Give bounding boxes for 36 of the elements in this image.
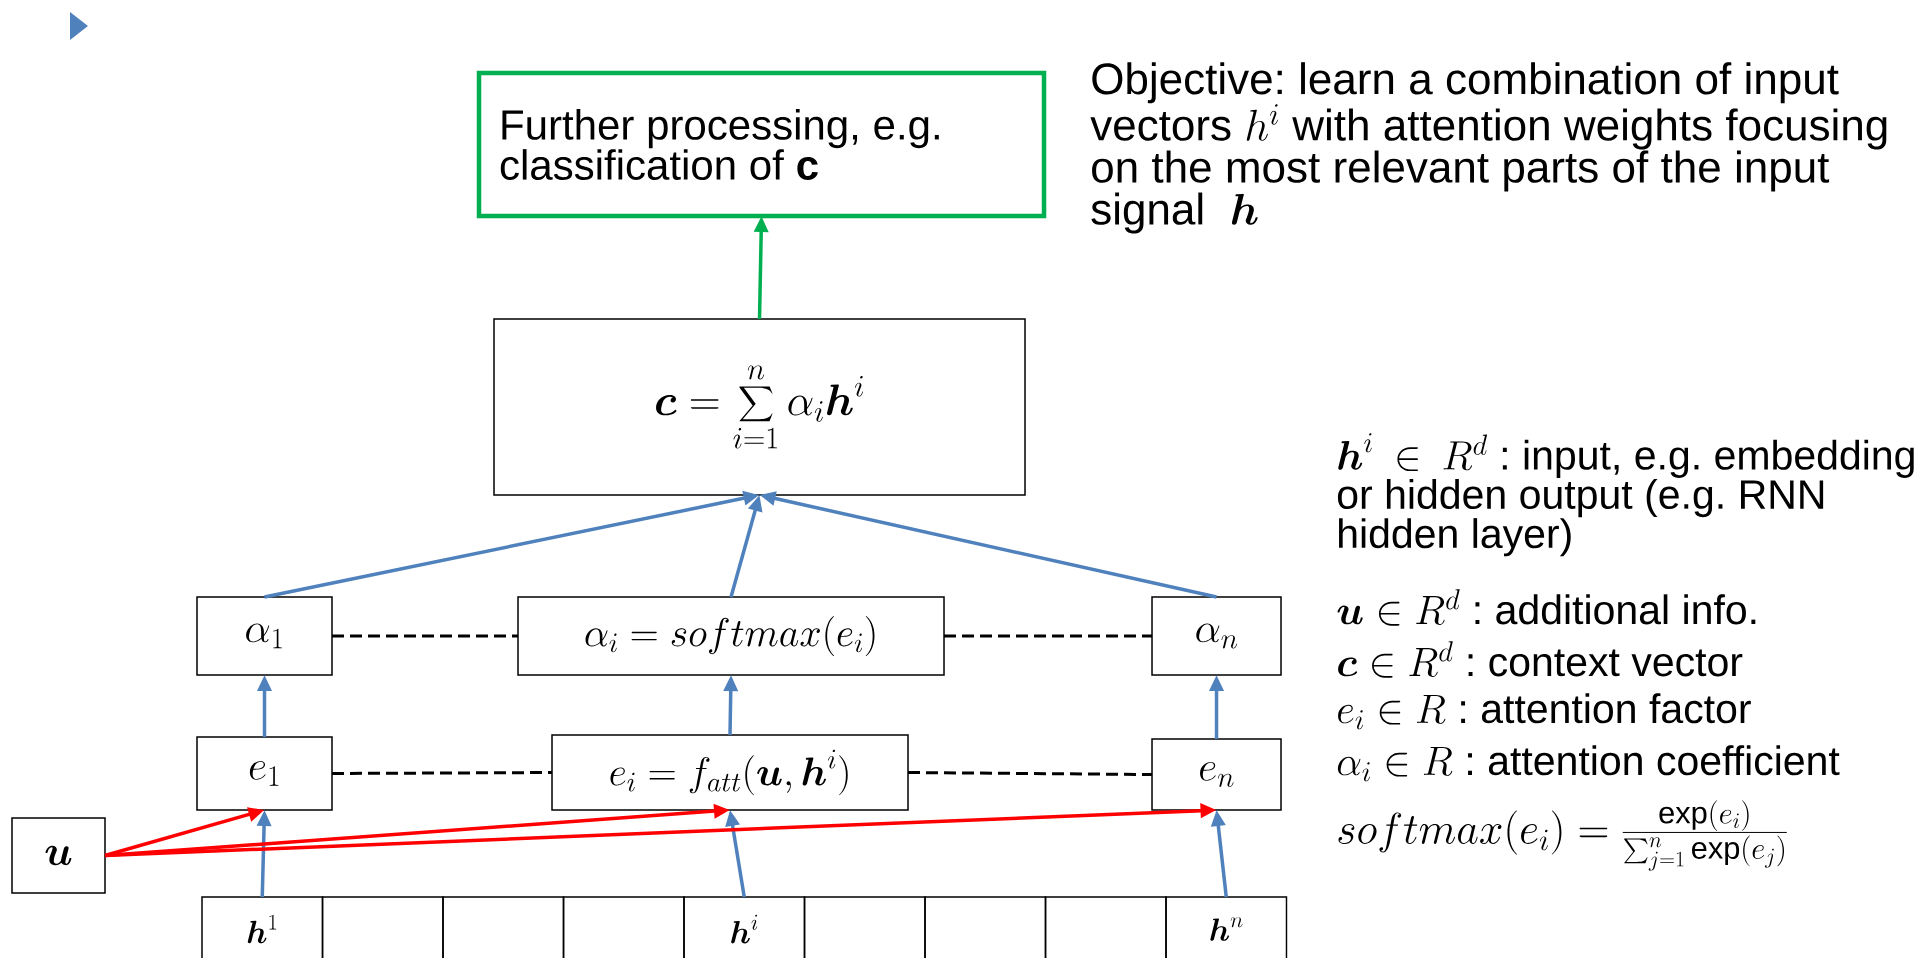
label: with attention weights focusing xyxy=(1292,108,1887,150)
sequence-cell: $\boldsymbol{h}^i$ xyxy=(683,896,806,958)
definition-text: $e_i \in R$ : attention factor xyxy=(1338,693,1751,730)
definition-text: $\boldsymbol{h}^i \in R^d$ : input, e.g. embedding or hidden output (e.g. RNN hidden layer) xyxy=(1337,433,1914,557)
formula-box: $\alpha_i = softmax(e_i)$ xyxy=(517,596,945,676)
dashed-line xyxy=(944,634,1152,638)
definition-text: $\boldsymbol{c} \in R^d$ : context vector xyxy=(1338,641,1743,678)
formula-box: $\alpha_1$ xyxy=(196,596,333,676)
sequence-cell xyxy=(321,896,444,958)
sequence-cell xyxy=(442,896,565,958)
dashed-line xyxy=(908,771,1153,776)
formula-box: $e_i = f_{att}(\boldsymbol{u}, \boldsymbol{h}^i)$ xyxy=(551,734,909,811)
objective-text: Objective: learn a combination of input vectors $h^i$ with attention weights focusing on the most relevant parts of the input signal $\;\boldsymbol{h}$ xyxy=(1090,62,1887,234)
dashed-line xyxy=(332,634,518,638)
label: Objective: learn a combination of input xyxy=(1092,62,1839,104)
label: $h^i$ xyxy=(1246,104,1278,141)
definition-text: $\boldsymbol{u} \in R^d$ : additional info. xyxy=(1337,589,1756,626)
label: signal xyxy=(1091,192,1203,234)
label: vectors xyxy=(1090,111,1231,141)
input-box: $\boldsymbol{u}$ xyxy=(11,817,106,894)
sequence-cell xyxy=(924,896,1047,958)
definition-text: $\alpha_i \in R$ : attention coefficient xyxy=(1337,745,1840,782)
sequence-cell xyxy=(1044,896,1167,958)
sequence-cell xyxy=(803,896,926,958)
label: on the most relevant parts of the input xyxy=(1092,150,1830,192)
softmax-formula: $softmax(e_i) = \frac{\exp(e_i)}{\sum_{j=1}^n \exp(e_j)}$ xyxy=(1338,800,1787,871)
formula-box: $e_1$ xyxy=(196,736,333,811)
label: $\;\boldsymbol{h}$ xyxy=(1231,193,1258,225)
dashed-line xyxy=(332,771,552,775)
formula-box: $\boldsymbol{c} = \sum_{i=1}^{n} \alpha_i \boldsymbol{h}^i$ xyxy=(493,318,1026,496)
sequence-cell: $\boldsymbol{h}^n$ xyxy=(1165,896,1288,958)
formula-box: $e_n$ xyxy=(1151,738,1282,811)
output-box: Further processing, e.g. classification of c xyxy=(476,70,1047,219)
sequence-cell: $\boldsymbol{h}^1$ xyxy=(201,896,324,958)
sequence-cell xyxy=(562,896,685,958)
formula-box: $\alpha_n$ xyxy=(1151,596,1282,676)
